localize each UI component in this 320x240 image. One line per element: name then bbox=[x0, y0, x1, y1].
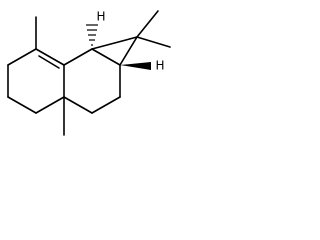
bond-left-ring-c4-c5 bbox=[7, 96, 37, 114]
bond-left-ring-c3-c4 bbox=[35, 96, 65, 114]
bond-right-ring-d-e bbox=[91, 96, 121, 114]
bond-cyclopropane-right bbox=[119, 36, 138, 66]
wedge-bond-right-h bbox=[120, 62, 151, 70]
bond-gem-methyl-upper bbox=[136, 10, 159, 38]
bond-right-ring-b-c bbox=[91, 48, 121, 66]
atom-label-h-right: H bbox=[155, 59, 164, 73]
molecular-structure-diagram: H H bbox=[7, 10, 171, 136]
hashed-bond-upper-h bbox=[86, 24, 98, 46]
bond-left-ring-c6-c1 bbox=[7, 48, 37, 66]
bond-double-inner-line bbox=[38, 55, 60, 69]
bond-right-ring-a-b bbox=[63, 48, 93, 66]
bond-cyclopropane-left bbox=[91, 36, 138, 50]
bond-gem-methyl-right bbox=[136, 36, 171, 48]
bond-right-ring-e-f bbox=[63, 96, 93, 114]
atom-label-h-upper: H bbox=[96, 10, 105, 24]
bond-left-ring-c1-c2 bbox=[35, 48, 65, 66]
